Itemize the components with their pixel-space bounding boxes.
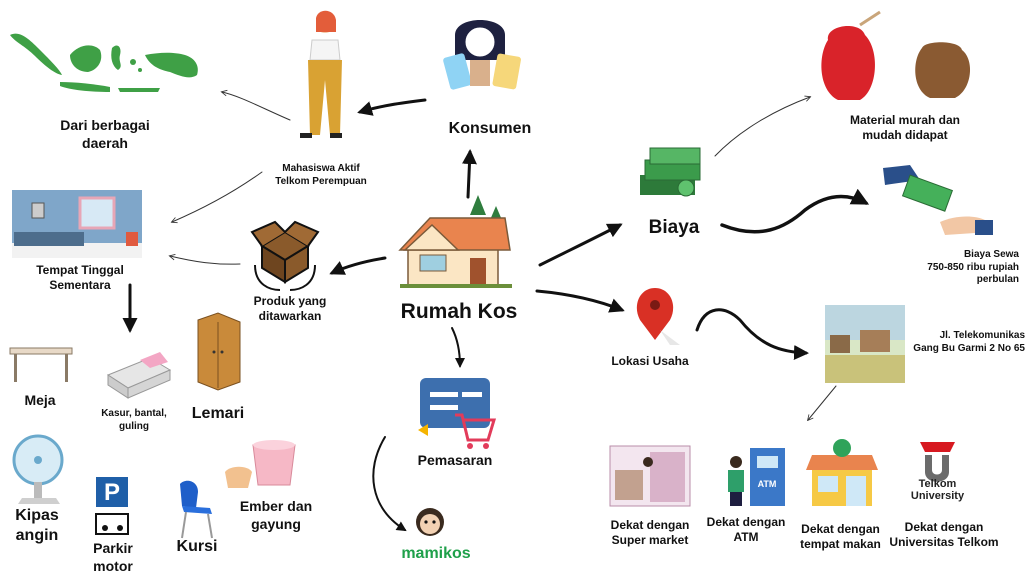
arrow-mahasiswa-to-tempat	[172, 171, 263, 222]
fasilitas-lemari-label: Lemari	[191, 405, 245, 422]
kursi-chair-icon	[180, 480, 213, 539]
atm-sign-text: ATM	[758, 479, 777, 489]
arrow-center-to-konsumen	[461, 149, 477, 199]
telkom-logo-text: Telkom University	[910, 478, 965, 502]
alamat-label: Jl. Telekomunikas Gang Bu Garmi 2 No 65	[913, 330, 1025, 354]
dekat-atm-label: Dekat dengan ATM	[706, 515, 786, 544]
fasilitas-ember-label: Ember dan gayung	[239, 498, 313, 532]
rumah-kos-house-icon	[398, 195, 512, 288]
arrow-konsumen-to-mahasiswa	[357, 98, 427, 116]
supermarket-icon	[609, 445, 691, 507]
parking-sign-letter: P	[104, 479, 120, 506]
dekat-supermarket-label: Dekat dengan Super market	[610, 518, 690, 547]
dekat-tempat-makan-label: Dekat dengan tempat makan	[800, 522, 881, 551]
fasilitas-kasur-label: Kasur, bantal, guling	[101, 408, 167, 432]
konsumen-shopper-icon	[443, 20, 521, 90]
material-label: Material murah dan mudah didapat	[849, 113, 961, 142]
mamikos-mascot-icon	[416, 508, 444, 536]
arrow-alamat-to-dekat	[808, 385, 837, 420]
central-node-label: Rumah Kos	[400, 300, 518, 323]
arrow-center-to-pemasaran	[451, 327, 465, 368]
arrow-center-to-biaya	[538, 223, 623, 267]
pemasaran-card-cart-icon	[418, 378, 497, 449]
fasilitas-kursi-label: Kursi	[176, 538, 218, 555]
arrow-center-to-produk	[329, 256, 387, 275]
location-pin-icon	[636, 288, 680, 345]
mahasiswa-woman-icon	[300, 10, 342, 138]
fasilitas-parkir-label: Parkir motor	[93, 540, 133, 574]
money-stack-icon	[640, 147, 701, 197]
indonesia-map-icon	[10, 33, 198, 92]
product-box-icon	[250, 220, 320, 291]
konsumen-label: Konsumen	[448, 120, 532, 137]
arrow-pemasaran-to-mamikos	[372, 436, 407, 532]
biaya-sewa-label: Biaya Sewa 750-850 ribu rupiah perbulan	[927, 249, 1019, 285]
parkir-sign-icon: P	[95, 477, 129, 535]
kipas-fan-icon	[12, 434, 64, 504]
pemasaran-label: Pemasaran	[417, 452, 493, 468]
kasur-bed-icon	[106, 352, 172, 399]
produk-label: Produk yang ditawarkan	[253, 294, 327, 323]
lokasi-usaha-label: Lokasi Usaha	[611, 354, 689, 368]
arrow-center-to-lokasi	[535, 289, 625, 313]
dekat-telkom-label: Dekat dengan Universitas Telkom	[889, 520, 999, 549]
street-location-image	[825, 305, 905, 383]
fasilitas-meja-label: Meja	[24, 392, 56, 408]
mamikos-brand: mamikos	[401, 545, 471, 562]
mahasiswa-segment-label: Mahasiswa Aktif Telkom Perempuan	[275, 163, 367, 187]
arrow-mahasiswa-to-daerah	[222, 92, 291, 121]
restaurant-icon	[806, 439, 878, 506]
atm-machine-icon: ATM	[728, 448, 785, 506]
fasilitas-kipas-label: Kipas angin	[15, 507, 59, 544]
paying-hands-icon	[883, 165, 993, 235]
lemari-wardrobe-icon	[197, 312, 241, 391]
arrow-biaya-to-sewa	[720, 188, 870, 234]
arrow-lokasi-to-alamat	[695, 308, 809, 361]
arrow-biaya-to-material	[714, 97, 810, 157]
bedroom-icon	[12, 190, 142, 258]
connector-arrows	[122, 92, 870, 532]
meja-table-icon	[9, 347, 73, 382]
material-sack-icon	[821, 10, 971, 101]
telkom-university-logo	[920, 442, 955, 482]
ember-bucket-icon	[225, 440, 296, 488]
tempat-tinggal-label: Tempat Tinggal Sementara	[36, 263, 124, 292]
daerah-origin-label: Dari berbagai daerah	[60, 117, 150, 151]
biaya-label: Biaya	[648, 217, 700, 238]
arrow-produk-to-tempat	[170, 256, 241, 265]
